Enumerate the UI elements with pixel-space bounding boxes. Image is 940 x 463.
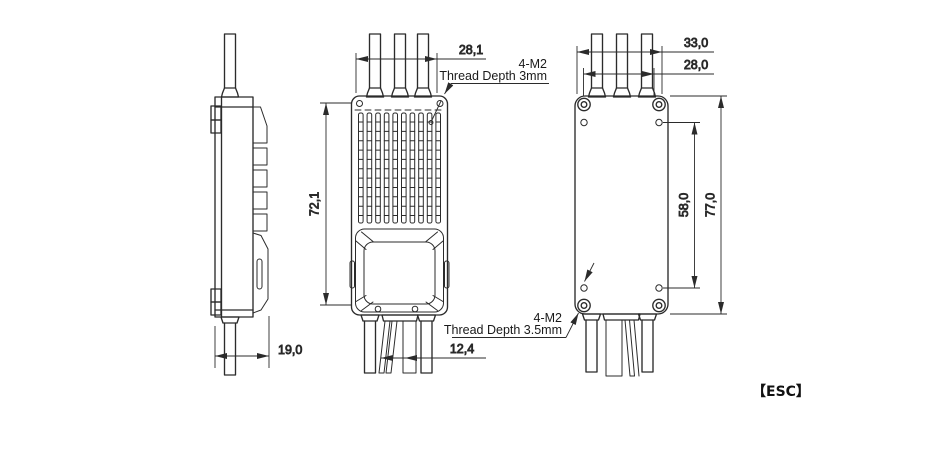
back-view: 33,0 28,0 58,0 77,0 4-M2 Thread Depth 3.… (444, 33, 727, 377)
dim-side-thickness-label: 19,0 (278, 343, 302, 357)
front-screw-hole-top-right (436, 100, 444, 107)
front-screw-hole-bottom-right (411, 305, 419, 313)
dim-front-wire-span: 28,1 (355, 43, 486, 93)
front-heatsink-fins (358, 112, 441, 224)
front-screw-hole-bottom-left (374, 305, 382, 313)
dim-back-hole-span-h: 28,0 (583, 58, 714, 96)
side-bottom-wire (220, 316, 240, 376)
side-body (210, 96, 254, 318)
front-thread-note-line1: 4-M2 (519, 57, 548, 71)
dim-back-overall-width-label: 33,0 (684, 36, 708, 50)
front-bottom-wires (360, 314, 437, 374)
dim-front-height: 72,1 (307, 102, 352, 306)
back-bottom-wires (581, 313, 658, 377)
side-view: 19,0 (210, 33, 303, 376)
side-notch-top (210, 105, 222, 121)
dim-back-overall-height: 77,0 (670, 95, 727, 315)
back-body (574, 95, 669, 315)
front-view: 28,1 72,1 12,4 4-M2 Thread Depth 3mm (307, 33, 549, 374)
back-thread-note-line1: 4-M2 (534, 311, 563, 325)
dim-front-height-label: 72,1 (308, 192, 322, 216)
dim-front-wire-span-label: 28,1 (459, 43, 483, 57)
side-notch-bottom (210, 288, 222, 303)
front-thread-note: 4-M2 Thread Depth 3mm (428, 57, 549, 125)
back-top-wires (587, 33, 657, 98)
back-mount-tabs (577, 97, 666, 313)
drawing-caption: 【ESC】 (752, 384, 810, 400)
back-thread-note: 4-M2 Thread Depth 3.5mm (444, 262, 595, 338)
dim-back-hole-span-h-label: 28,0 (684, 58, 708, 72)
front-screw-hole-top-left (356, 100, 363, 107)
dim-front-wire-pitch: 12,4 (381, 342, 486, 361)
dim-back-overall-width: 33,0 (576, 36, 714, 94)
side-top-wire (220, 33, 240, 98)
front-thread-hole-callout (428, 120, 434, 125)
dim-side-thickness: 19,0 (214, 316, 303, 368)
dim-back-hole-span-v-label: 58,0 (677, 193, 691, 217)
front-thread-note-line2: Thread Depth 3mm (439, 69, 547, 83)
front-top-wires (365, 33, 433, 98)
back-thread-note-line2: Thread Depth 3.5mm (444, 323, 562, 337)
side-bottom-cover (252, 232, 269, 314)
front-side-tab-right (444, 260, 450, 289)
side-fin-profile (252, 106, 268, 232)
dim-back-overall-height-label: 77,0 (704, 193, 718, 217)
dim-back-hole-span-v: 58,0 (663, 122, 700, 289)
back-thread-holes (580, 118, 663, 292)
side-cover-slot (256, 258, 263, 290)
dim-front-wire-pitch-label: 12,4 (450, 342, 474, 356)
front-side-tab-left (349, 260, 355, 289)
front-bottom-cover (349, 228, 450, 313)
front-body (350, 95, 449, 316)
